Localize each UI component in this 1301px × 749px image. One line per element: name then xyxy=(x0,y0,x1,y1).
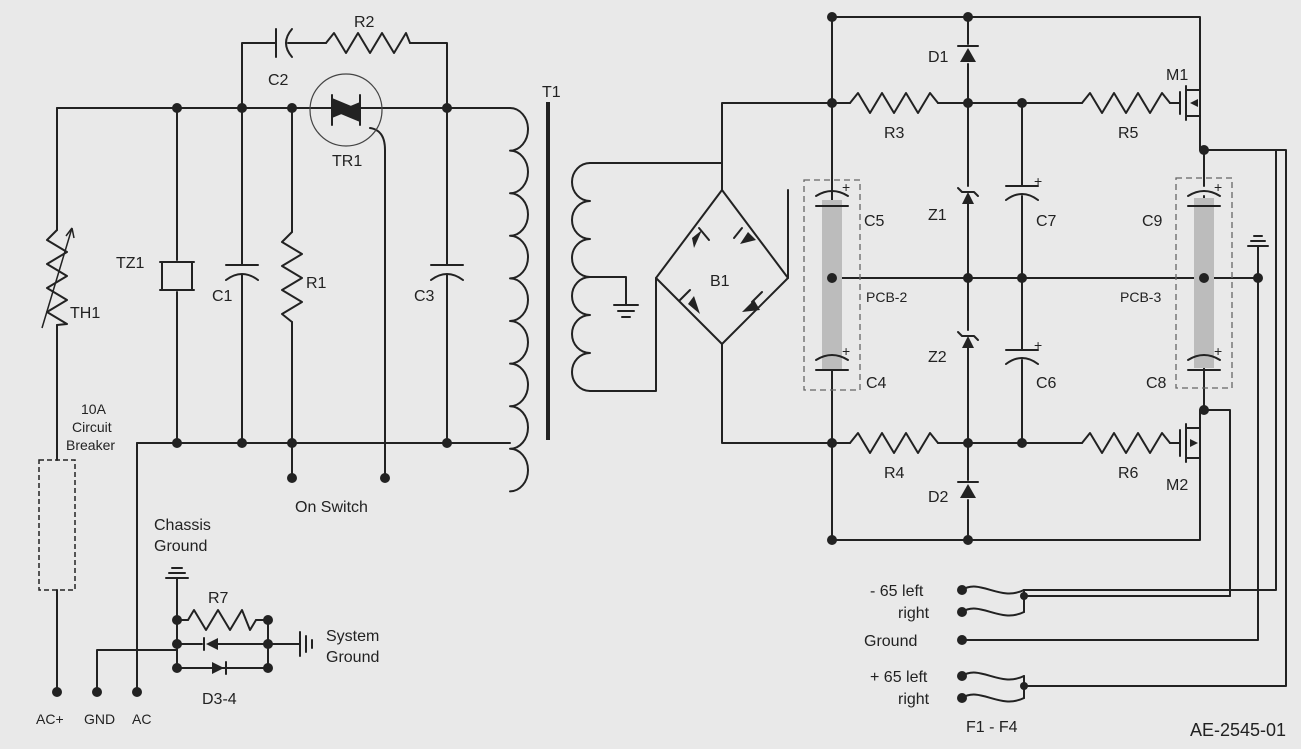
diode-d2 xyxy=(957,481,979,498)
capacitor-c2 xyxy=(275,28,293,58)
label-d3-4: D3-4 xyxy=(202,691,237,708)
terminal-ac-label: AC xyxy=(132,711,151,727)
diode-d1 xyxy=(957,45,979,62)
resistor-r6 xyxy=(1081,432,1171,454)
resistor-r2 xyxy=(325,32,411,54)
zener-z2 xyxy=(957,331,979,348)
output-pos65-left-label: + 65 left xyxy=(870,669,928,686)
resistor-r5 xyxy=(1081,92,1171,114)
secondary-ground-symbol xyxy=(613,304,639,318)
capacitor-c1 xyxy=(225,264,259,281)
breaker-label-2: Circuit xyxy=(72,419,112,435)
label-r3: R3 xyxy=(884,125,905,142)
primary-wiring xyxy=(56,42,511,693)
output-ground-symbol xyxy=(1247,235,1269,251)
output-neg65-right-label: right xyxy=(898,605,930,622)
junction-dots xyxy=(172,12,1263,690)
label-b1: B1 xyxy=(710,273,730,290)
triac-tr1 xyxy=(309,73,383,147)
label-r6: R6 xyxy=(1118,465,1139,482)
on-switch-label: On Switch xyxy=(295,499,368,516)
label-r1: R1 xyxy=(306,275,327,292)
label-tz1: TZ1 xyxy=(116,255,145,272)
output-neg65-left-label: - 65 left xyxy=(870,583,924,600)
label-c9: C9 xyxy=(1142,213,1163,230)
fuses-f1-f4 xyxy=(961,149,1287,703)
output-pos65-right-label: right xyxy=(898,691,930,708)
svg-text:+: + xyxy=(1034,337,1042,353)
label-m1: M1 xyxy=(1166,67,1188,84)
terminal-ac-plus-label: AC+ xyxy=(36,711,64,727)
label-c6: C6 xyxy=(1036,375,1057,392)
label-z2: Z2 xyxy=(928,349,947,366)
transformer-t1 xyxy=(509,102,723,493)
label-t1: T1 xyxy=(542,84,561,101)
system-ground-label-1: System xyxy=(326,628,379,645)
resistor-r4 xyxy=(849,432,939,454)
label-d2: D2 xyxy=(928,489,949,506)
bridge-rectifier-b1 xyxy=(655,102,833,444)
thermistor-th1 xyxy=(41,227,75,329)
label-r7: R7 xyxy=(208,590,229,607)
label-c3: C3 xyxy=(414,288,435,305)
zener-z1 xyxy=(957,187,979,204)
mosfet-m2 xyxy=(1179,423,1201,463)
label-c4: C4 xyxy=(866,375,887,392)
label-c2: C2 xyxy=(268,72,289,89)
svg-text:+: + xyxy=(842,179,850,195)
label-fuses: F1 - F4 xyxy=(966,719,1018,736)
chassis-ground-label-1: Chassis xyxy=(154,517,211,534)
diodes-d3-d4 xyxy=(203,637,227,675)
pcb-2-capacitor-block: + + xyxy=(803,179,861,391)
label-r2: R2 xyxy=(354,14,375,31)
varistor-tz1 xyxy=(159,261,195,291)
chassis-ground-label-2: Ground xyxy=(154,538,207,555)
capacitor-c3 xyxy=(430,264,464,281)
capacitor-c6: + xyxy=(1005,337,1042,365)
label-pcb-3: PCB-3 xyxy=(1120,289,1161,305)
resistor-r1 xyxy=(281,231,303,323)
svg-text:+: + xyxy=(842,343,850,359)
label-z1: Z1 xyxy=(928,207,947,224)
label-th1: TH1 xyxy=(70,305,100,322)
ground-section xyxy=(96,567,313,693)
capacitor-c7: + xyxy=(1005,173,1042,201)
reference-code: AE-2545-01 xyxy=(1190,720,1286,740)
svg-text:+: + xyxy=(1214,179,1222,195)
system-ground-label-2: Ground xyxy=(326,649,379,666)
label-m2: M2 xyxy=(1166,477,1188,494)
terminal-gnd-label: GND xyxy=(84,711,115,727)
svg-text:+: + xyxy=(1034,173,1042,189)
label-r5: R5 xyxy=(1118,125,1139,142)
breaker-label-1: 10A xyxy=(81,401,107,417)
label-tr1: TR1 xyxy=(332,153,362,170)
label-r4: R4 xyxy=(884,465,905,482)
resistor-r7 xyxy=(187,609,257,631)
label-c7: C7 xyxy=(1036,213,1057,230)
label-pcb-2: PCB-2 xyxy=(866,289,907,305)
terminals xyxy=(52,473,967,703)
circuit-breaker xyxy=(38,459,76,591)
label-c1: C1 xyxy=(212,288,233,305)
mosfet-m1 xyxy=(1179,85,1201,121)
breaker-label-3: Breaker xyxy=(66,437,115,453)
label-c5: C5 xyxy=(864,213,885,230)
output-ground-label: Ground xyxy=(864,633,917,650)
label-d1: D1 xyxy=(928,49,949,66)
resistor-r3 xyxy=(849,92,939,114)
label-c8: C8 xyxy=(1146,375,1167,392)
svg-text:+: + xyxy=(1214,343,1222,359)
